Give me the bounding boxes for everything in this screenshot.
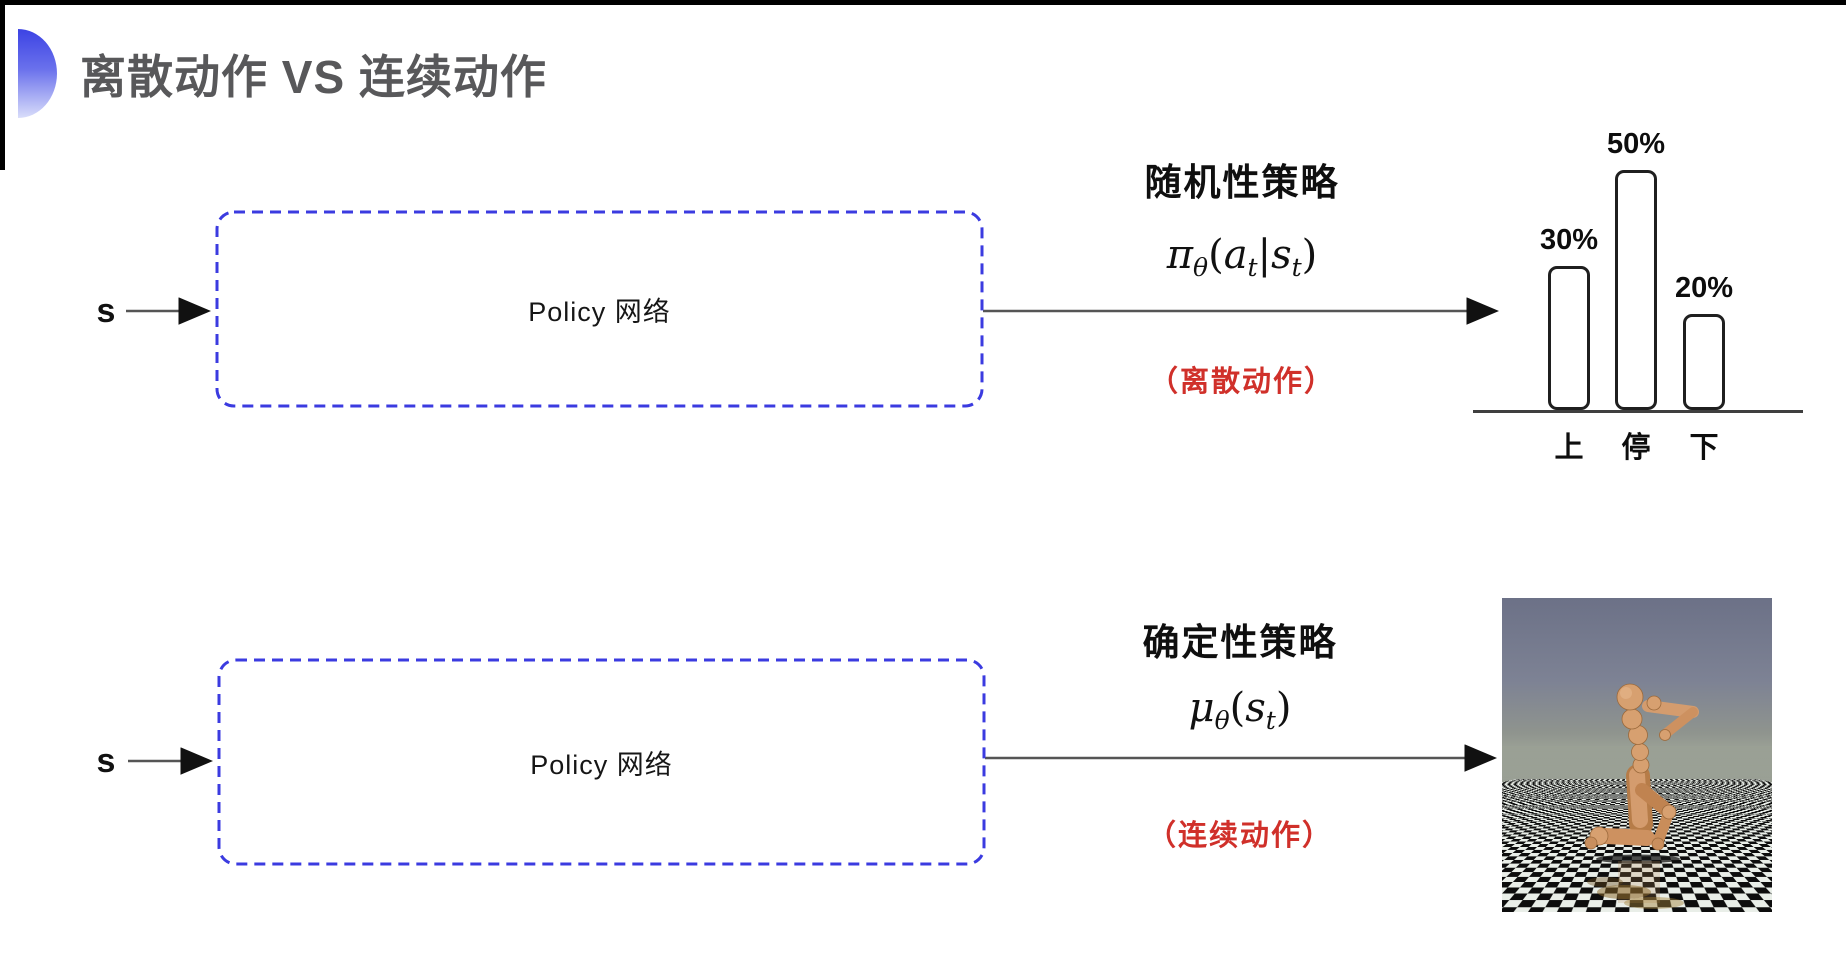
formula-part: μ: [1188, 685, 1215, 731]
policy-network-box-discrete: [215, 210, 984, 408]
chart-baseline: [1473, 410, 1803, 413]
formula-part: |: [1257, 232, 1272, 278]
formula-part: θ: [1214, 706, 1230, 735]
bar-value-label: 20%: [1674, 272, 1734, 304]
continuous-action-label: （连续动作）: [1146, 820, 1333, 852]
formula-part: ): [1301, 232, 1318, 278]
policy-network-label-continuous: Policy 网络: [530, 749, 673, 780]
humanoid-robot-graphic: [1584, 683, 1699, 909]
state-input-label-discrete: s: [96, 292, 116, 330]
formula-part: θ: [1193, 253, 1209, 282]
policy-network-box-continuous: [217, 658, 986, 866]
formula-part: ): [1275, 685, 1292, 731]
formula-part: t: [1291, 253, 1302, 282]
formula-part: s: [1245, 685, 1266, 731]
state-input-label-continuous: s: [96, 742, 116, 780]
deterministic-policy-formula: μθ(st): [1070, 686, 1410, 743]
formula-part: (: [1208, 232, 1224, 278]
bar-value-label: 30%: [1539, 224, 1599, 256]
bar-下: [1683, 314, 1725, 410]
video-frame-top-bar: [0, 0, 1846, 5]
bar-停: [1615, 170, 1657, 410]
stochastic-policy-formula: πθ(at|st): [1072, 233, 1412, 290]
action-probability-bar-chart: 30% 上 50% 停 20% 下: [1473, 115, 1803, 464]
page-title: 离散动作 VS 连续动作: [80, 51, 547, 103]
policy-network-label-discrete: Policy 网络: [528, 296, 671, 327]
bar-category-label: 下: [1689, 432, 1719, 464]
bar-category-label: 上: [1554, 432, 1584, 464]
formula-part: t: [1247, 253, 1258, 282]
video-frame-left-bar: [0, 0, 5, 170]
bar-上: [1548, 266, 1590, 410]
discrete-action-label: （离散动作）: [1148, 366, 1335, 398]
humanoid-simulation-image: [1502, 598, 1772, 912]
formula-part: a: [1223, 232, 1248, 278]
bar-category-label: 停: [1621, 432, 1651, 464]
formula-part: s: [1271, 232, 1292, 278]
formula-part: π: [1166, 232, 1194, 278]
formula-part: t: [1265, 706, 1276, 735]
stochastic-policy-title: 随机性策略: [1144, 162, 1340, 203]
formula-part: (: [1229, 685, 1246, 731]
deterministic-policy-title: 确定性策略: [1142, 622, 1338, 663]
bar-value-label: 50%: [1606, 128, 1666, 160]
